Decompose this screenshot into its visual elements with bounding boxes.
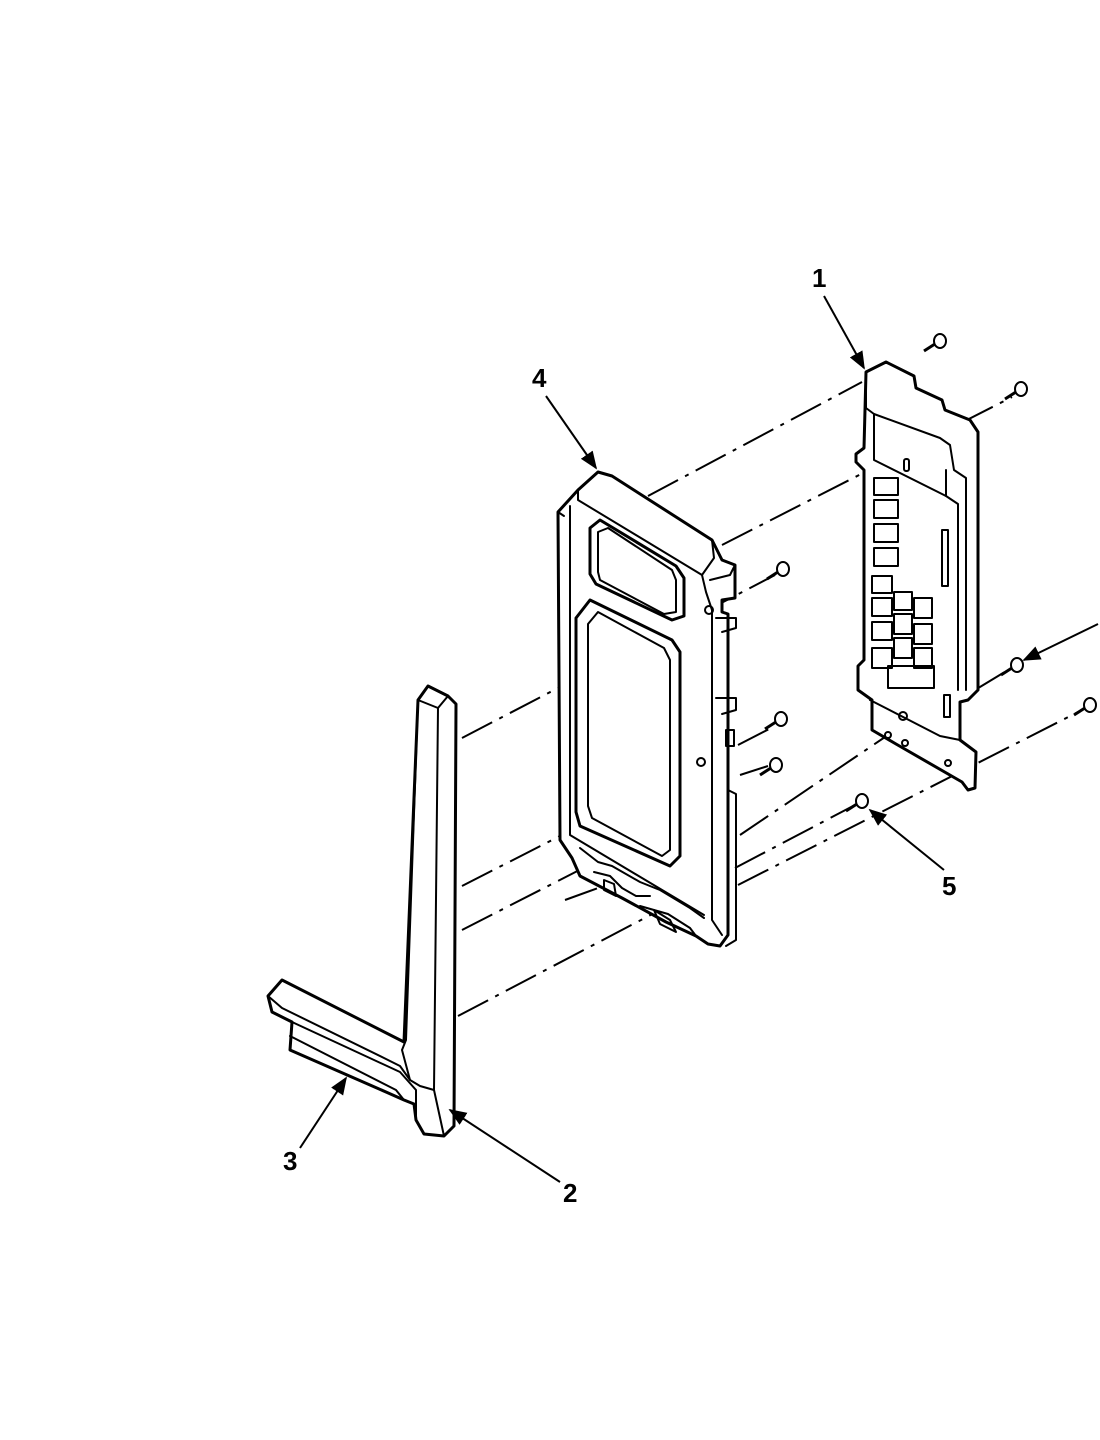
- leader-lines: [299, 295, 1099, 1183]
- alignment-lines: [457, 381, 1083, 1017]
- callout-1: 1: [812, 263, 826, 293]
- callout-2: 2: [563, 1178, 577, 1208]
- callout-3: 3: [283, 1146, 297, 1176]
- part-1-control-board-bracket: [854, 360, 980, 792]
- callout-5: 5: [942, 871, 956, 901]
- callout-labels: 1 2 3 4 5: [283, 263, 956, 1208]
- callout-4: 4: [532, 363, 547, 393]
- part-4-control-panel-frame: [556, 470, 737, 948]
- part-2-3-door-trim: [266, 684, 458, 1138]
